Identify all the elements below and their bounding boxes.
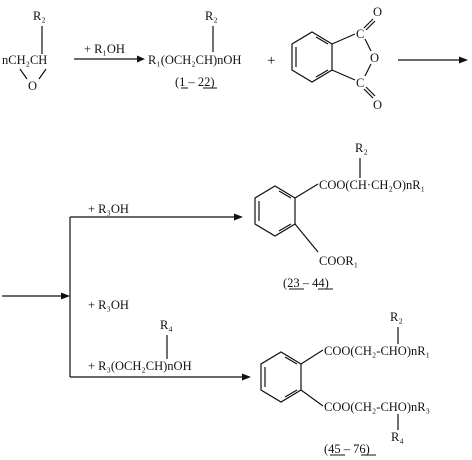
epoxide-r2-label: R₂ [33,9,46,23]
product-b-r4-label: R₄ [391,430,404,444]
phthalic-anhydride: C O O C O [291,5,382,112]
step1-reagent: + R₁OH [84,42,125,56]
branch-a-reagent: + R₃OH [88,202,129,216]
epoxide-ring-bond-left [19,68,28,80]
product-b-benzene-ring [260,351,302,403]
monoester-product: COO(CH·CH₂O)nR₁ R₂ COOR₁ (23 – 44) [254,141,425,290]
epoxide-formula: nCH₂CH [2,53,47,67]
polyether-r2-label: R₂ [205,9,218,23]
anhydride-oxygen-bottom: O [373,98,382,112]
polyether-alcohol: R₂ R₁(OCH₂CH)nOH (1 – 22) [148,9,241,89]
anhydride-carbon-top: C [356,27,364,41]
product-a-ester-top: COO(CH·CH₂O)nR₁ [319,178,425,192]
product-a-r2-label: R₂ [355,141,368,155]
product-b-compound-numbers: (45 – 76) [324,442,370,456]
epoxide-monomer: R₂ nCH₂CH O [2,9,47,93]
step2-arrow [398,56,468,64]
anhydride-carbon-bottom: C [356,76,364,90]
branch-b-reagent-2: + R₃(OCH₂CH)nOH [88,359,192,373]
diester-product: COO(CH₂-CHO)nR₁ R₂ COO(CH₂-CHO)nR₃ R₄ (4… [260,310,430,456]
epoxide-ring-bond-right [38,68,47,80]
product-a-ester-bottom: COOR₁ [319,254,358,268]
anhydride-ring-oxygen: O [370,51,379,65]
branch-b-reagent2-r4-label: R₄ [160,318,173,332]
product-a-compound-numbers: (23 – 44) [283,276,329,290]
polyether-compound-numbers: (1 – 22) [175,75,215,89]
step1-arrow: + R₁OH [74,42,145,63]
product-b-r2-label: R₂ [390,310,403,324]
plus-sign: + [267,53,275,69]
branch-b-reagent-1: + R₃OH [88,298,129,312]
polyether-formula: R₁(OCH₂CH)nOH [148,53,241,67]
anhydride-benzene-ring [291,31,333,83]
branch-arrows [2,213,251,381]
epoxide-ring-oxygen: O [28,79,37,93]
product-a-benzene-ring [254,185,296,237]
product-b-ester-top: COO(CH₂-CHO)nR₁ [324,344,430,358]
product-b-ester-bottom: COO(CH₂-CHO)nR₃ [324,400,430,414]
anhydride-oxygen-top: O [373,5,382,19]
